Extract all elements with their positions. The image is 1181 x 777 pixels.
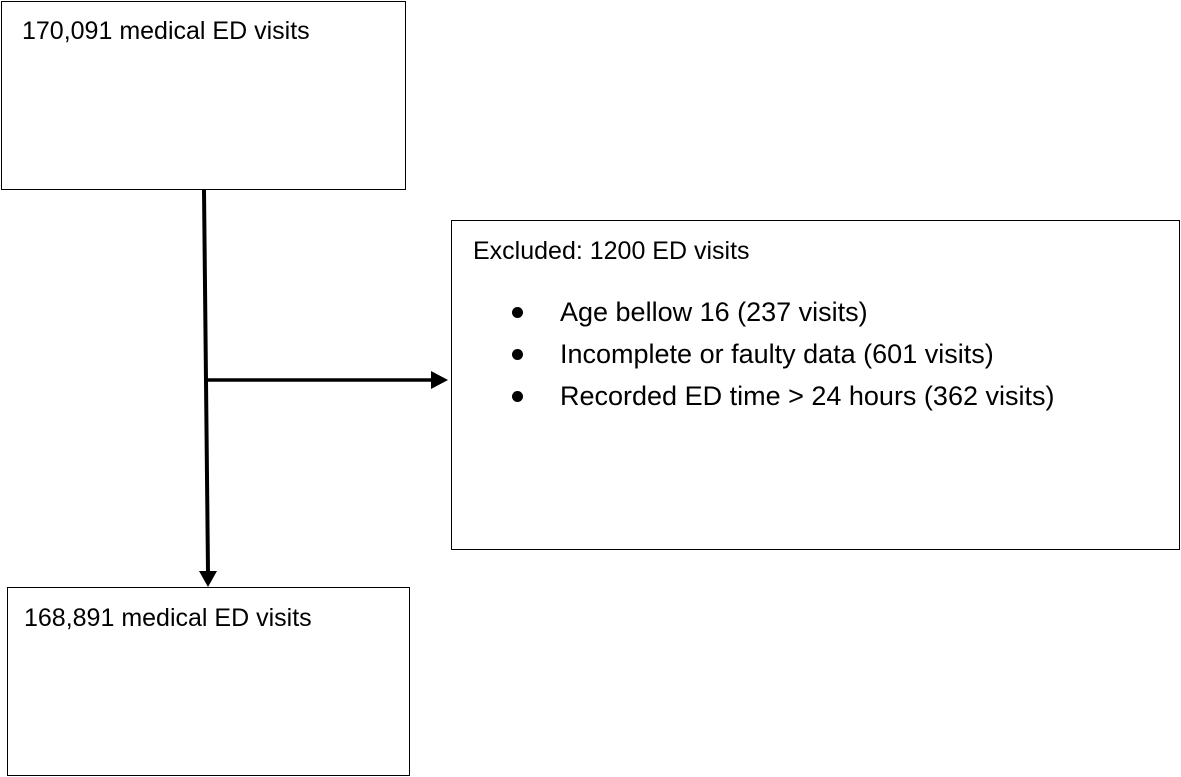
bullet-icon: [512, 391, 523, 402]
final-visits-label: 168,891 medical ED visits: [24, 604, 312, 632]
exclusion-reason-text: Incomplete or faulty data (601 visits): [560, 339, 994, 369]
exclusion-arrowhead: [431, 371, 448, 389]
exclusion-reason-text: Age bellow 16 (237 visits): [560, 297, 868, 327]
bullet-icon: [512, 307, 523, 318]
excluded-visits-box: Excluded: 1200 ED visits Age bellow 16 (…: [451, 220, 1180, 550]
initial-visits-box: 170,091 medical ED visits: [1, 1, 406, 190]
bullet-icon: [512, 349, 523, 360]
excluded-visits-title: Excluded: 1200 ED visits: [473, 237, 750, 265]
vertical-arrowhead: [199, 571, 217, 587]
initial-visits-label: 170,091 medical ED visits: [22, 17, 310, 45]
exclusion-reason-text: Recorded ED time > 24 hours (362 visits): [560, 381, 1055, 411]
final-visits-box: 168,891 medical ED visits: [7, 587, 410, 776]
